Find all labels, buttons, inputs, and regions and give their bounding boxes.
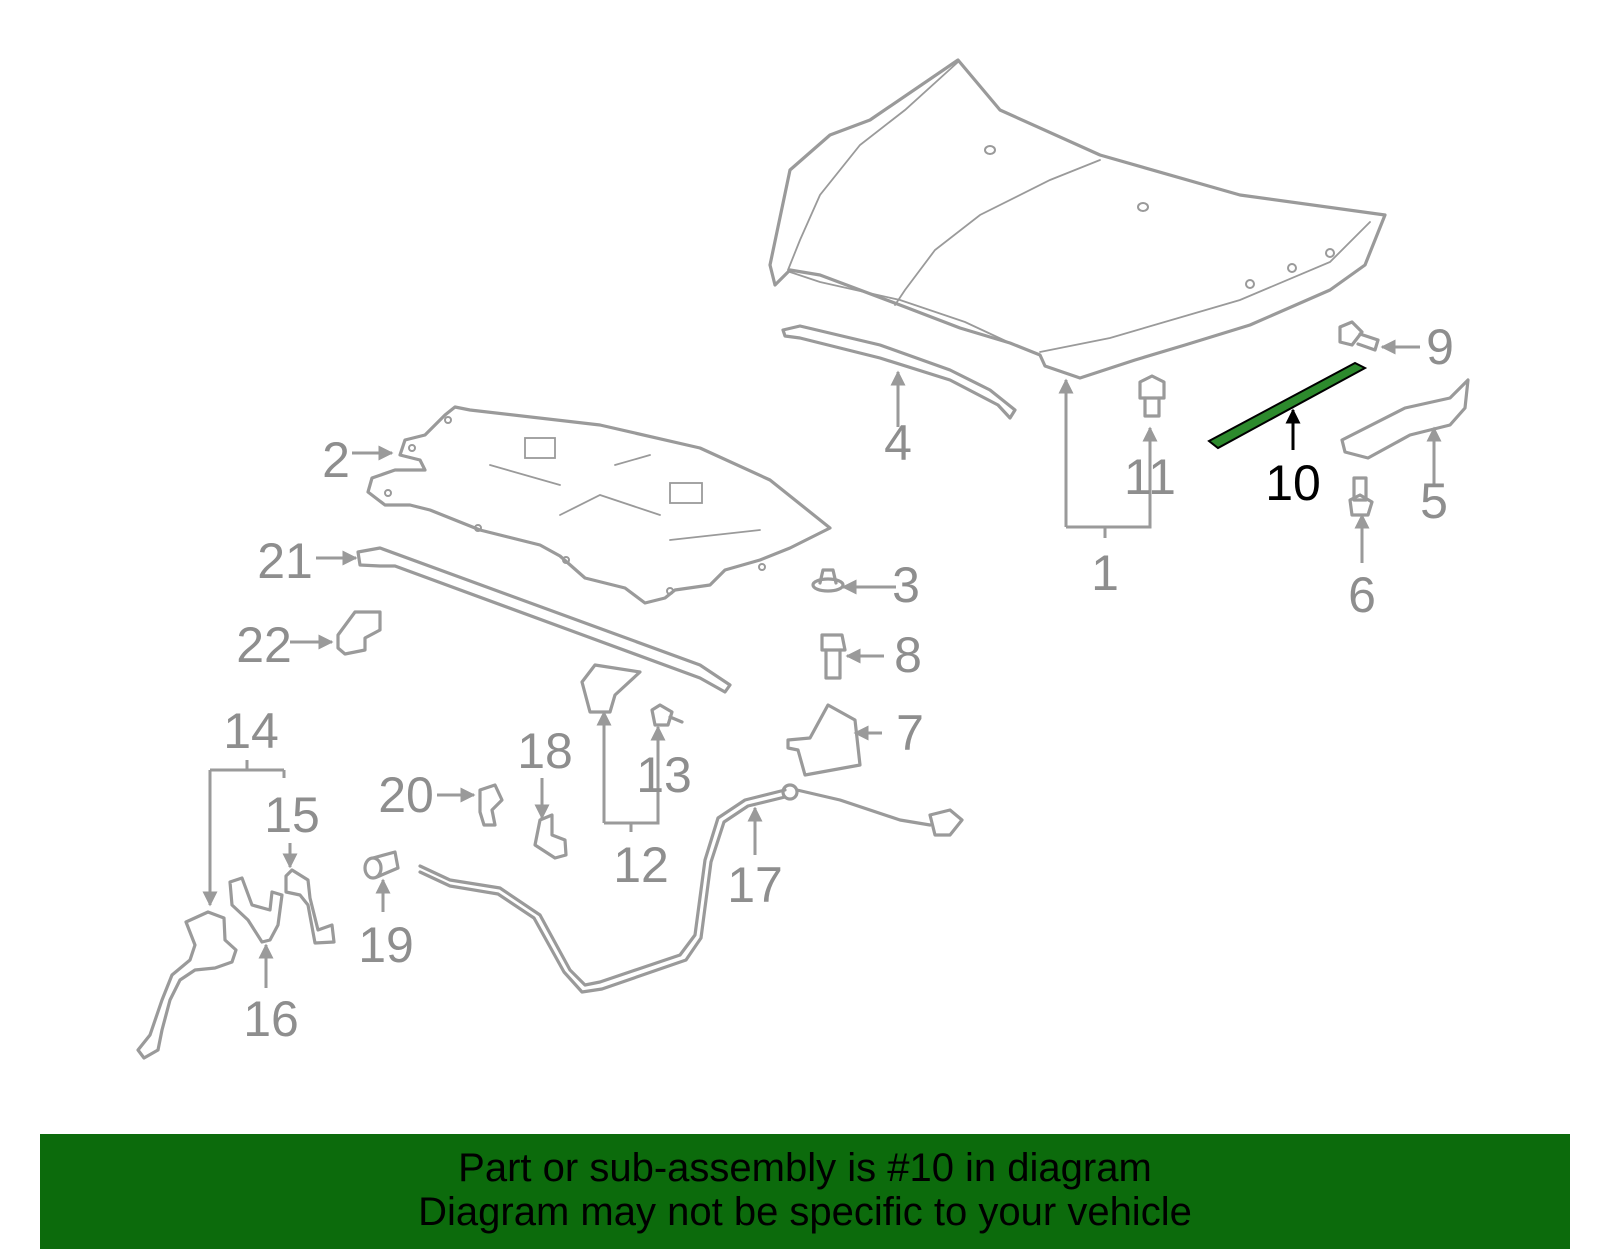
label-10: 10 (1265, 455, 1321, 511)
label-17: 17 (727, 857, 783, 913)
prop-rod-bracket-15 (284, 868, 336, 945)
label-11: 11 (1124, 449, 1176, 505)
label-9: 9 (1426, 319, 1454, 375)
label-13: 13 (636, 747, 692, 803)
grommet-19 (363, 850, 400, 880)
label-16: 16 (243, 991, 299, 1047)
banner-line-1: Part or sub-assembly is #10 in diagram (458, 1146, 1152, 1190)
bolt-8 (820, 633, 847, 680)
label-15: 15 (264, 787, 320, 843)
bumper-18 (533, 813, 568, 860)
label-12: 12 (613, 837, 669, 893)
latch-bracket (786, 703, 862, 777)
label-14: 14 (223, 703, 279, 759)
label-6: 6 (1348, 567, 1376, 623)
hood-latch (580, 663, 642, 714)
info-banner: Part or sub-assembly is #10 in diagram D… (40, 1134, 1570, 1249)
prop-rod-bracket-16 (228, 876, 284, 944)
bolt-11 (1138, 374, 1166, 418)
label-7: 7 (896, 705, 924, 761)
prop-rod (136, 910, 238, 1060)
label-1: 1 (1091, 545, 1119, 601)
label-4: 4 (884, 415, 912, 471)
label-18: 18 (517, 723, 573, 779)
hood-insulator (366, 405, 832, 605)
bolt-9 (1338, 320, 1380, 352)
banner-line-2: Diagram may not be specific to your vehi… (418, 1190, 1192, 1234)
seal-strip (356, 546, 732, 694)
label-8: 8 (894, 627, 922, 683)
bolt-6 (1348, 476, 1374, 517)
front-seal (781, 324, 1017, 420)
label-5: 5 (1420, 473, 1448, 529)
label-21: 21 (257, 533, 313, 589)
push-clip (811, 568, 845, 593)
release-cable (418, 783, 964, 994)
latch-switch (650, 703, 684, 727)
label-2: 2 (322, 432, 350, 488)
small-bracket-22 (336, 610, 382, 656)
bumper-20 (478, 783, 504, 827)
label-22: 22 (236, 617, 292, 673)
label-3: 3 (892, 557, 920, 613)
weatherstrip-10 (1207, 361, 1368, 450)
label-19: 19 (358, 917, 414, 973)
hood-panel (768, 58, 1387, 380)
callout-labels: 1 2 3 4 5 6 7 8 9 10 11 12 13 14 15 16 1… (223, 319, 1454, 1047)
leader-lines (202, 339, 1442, 988)
label-20: 20 (378, 767, 434, 823)
hinge-bracket (1340, 378, 1470, 460)
